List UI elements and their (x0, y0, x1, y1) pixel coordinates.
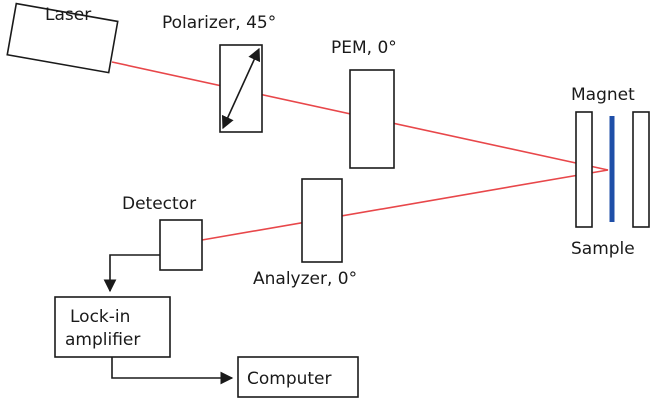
lockin-amplifier-box (54, 296, 171, 358)
laser-label: Laser (45, 5, 91, 25)
detector-box (159, 219, 203, 271)
detector-to-lockin-wire (103, 254, 160, 293)
detector-label: Detector (122, 194, 196, 214)
polarization-arrow-icon (221, 47, 261, 130)
laser-box (6, 2, 119, 74)
sample-label: Sample (571, 239, 635, 259)
lockin-label-line1: Lock-in (70, 307, 130, 327)
reflected-beam (201, 169, 609, 241)
magnet-pole-left (575, 111, 593, 228)
computer-label: Computer (247, 369, 332, 389)
analyzer-box (301, 178, 343, 263)
pem-box (349, 69, 395, 169)
lockin-to-computer-wire (111, 357, 234, 385)
lockin-label-line2: amplifier (65, 330, 140, 350)
magnet-label: Magnet (571, 85, 635, 105)
polarizer-label: Polarizer, 45° (162, 13, 276, 33)
pem-label: PEM, 0° (331, 38, 397, 58)
computer-box (237, 356, 359, 398)
magnet-pole-right (632, 111, 650, 228)
analyzer-label: Analyzer, 0° (253, 269, 357, 289)
